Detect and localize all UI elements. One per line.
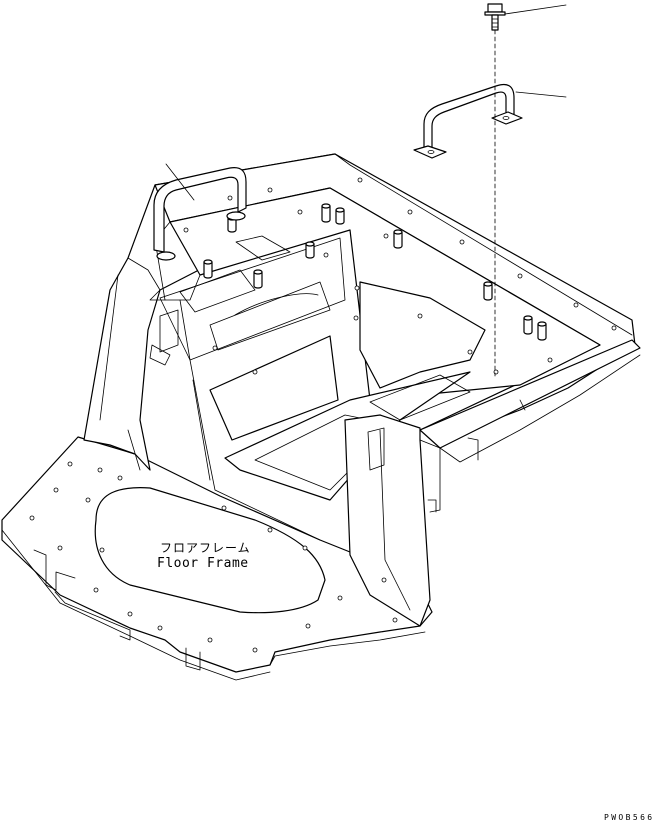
- mounting-holes: [29, 177, 617, 653]
- handrail-left: [153, 167, 247, 261]
- drawing-code: PWOB566: [604, 813, 655, 822]
- part-label-jp: フロアフレーム: [160, 541, 251, 555]
- floor-frame: [1, 153, 641, 681]
- handrail-left-leader: [165, 163, 195, 201]
- handrail-right-leader: [515, 91, 567, 98]
- mounting-bosses: [203, 203, 547, 341]
- bolt-leader: [504, 4, 567, 15]
- handrail-right: [413, 83, 523, 159]
- part-label-en: Floor Frame: [157, 556, 249, 571]
- bolt: [484, 3, 506, 31]
